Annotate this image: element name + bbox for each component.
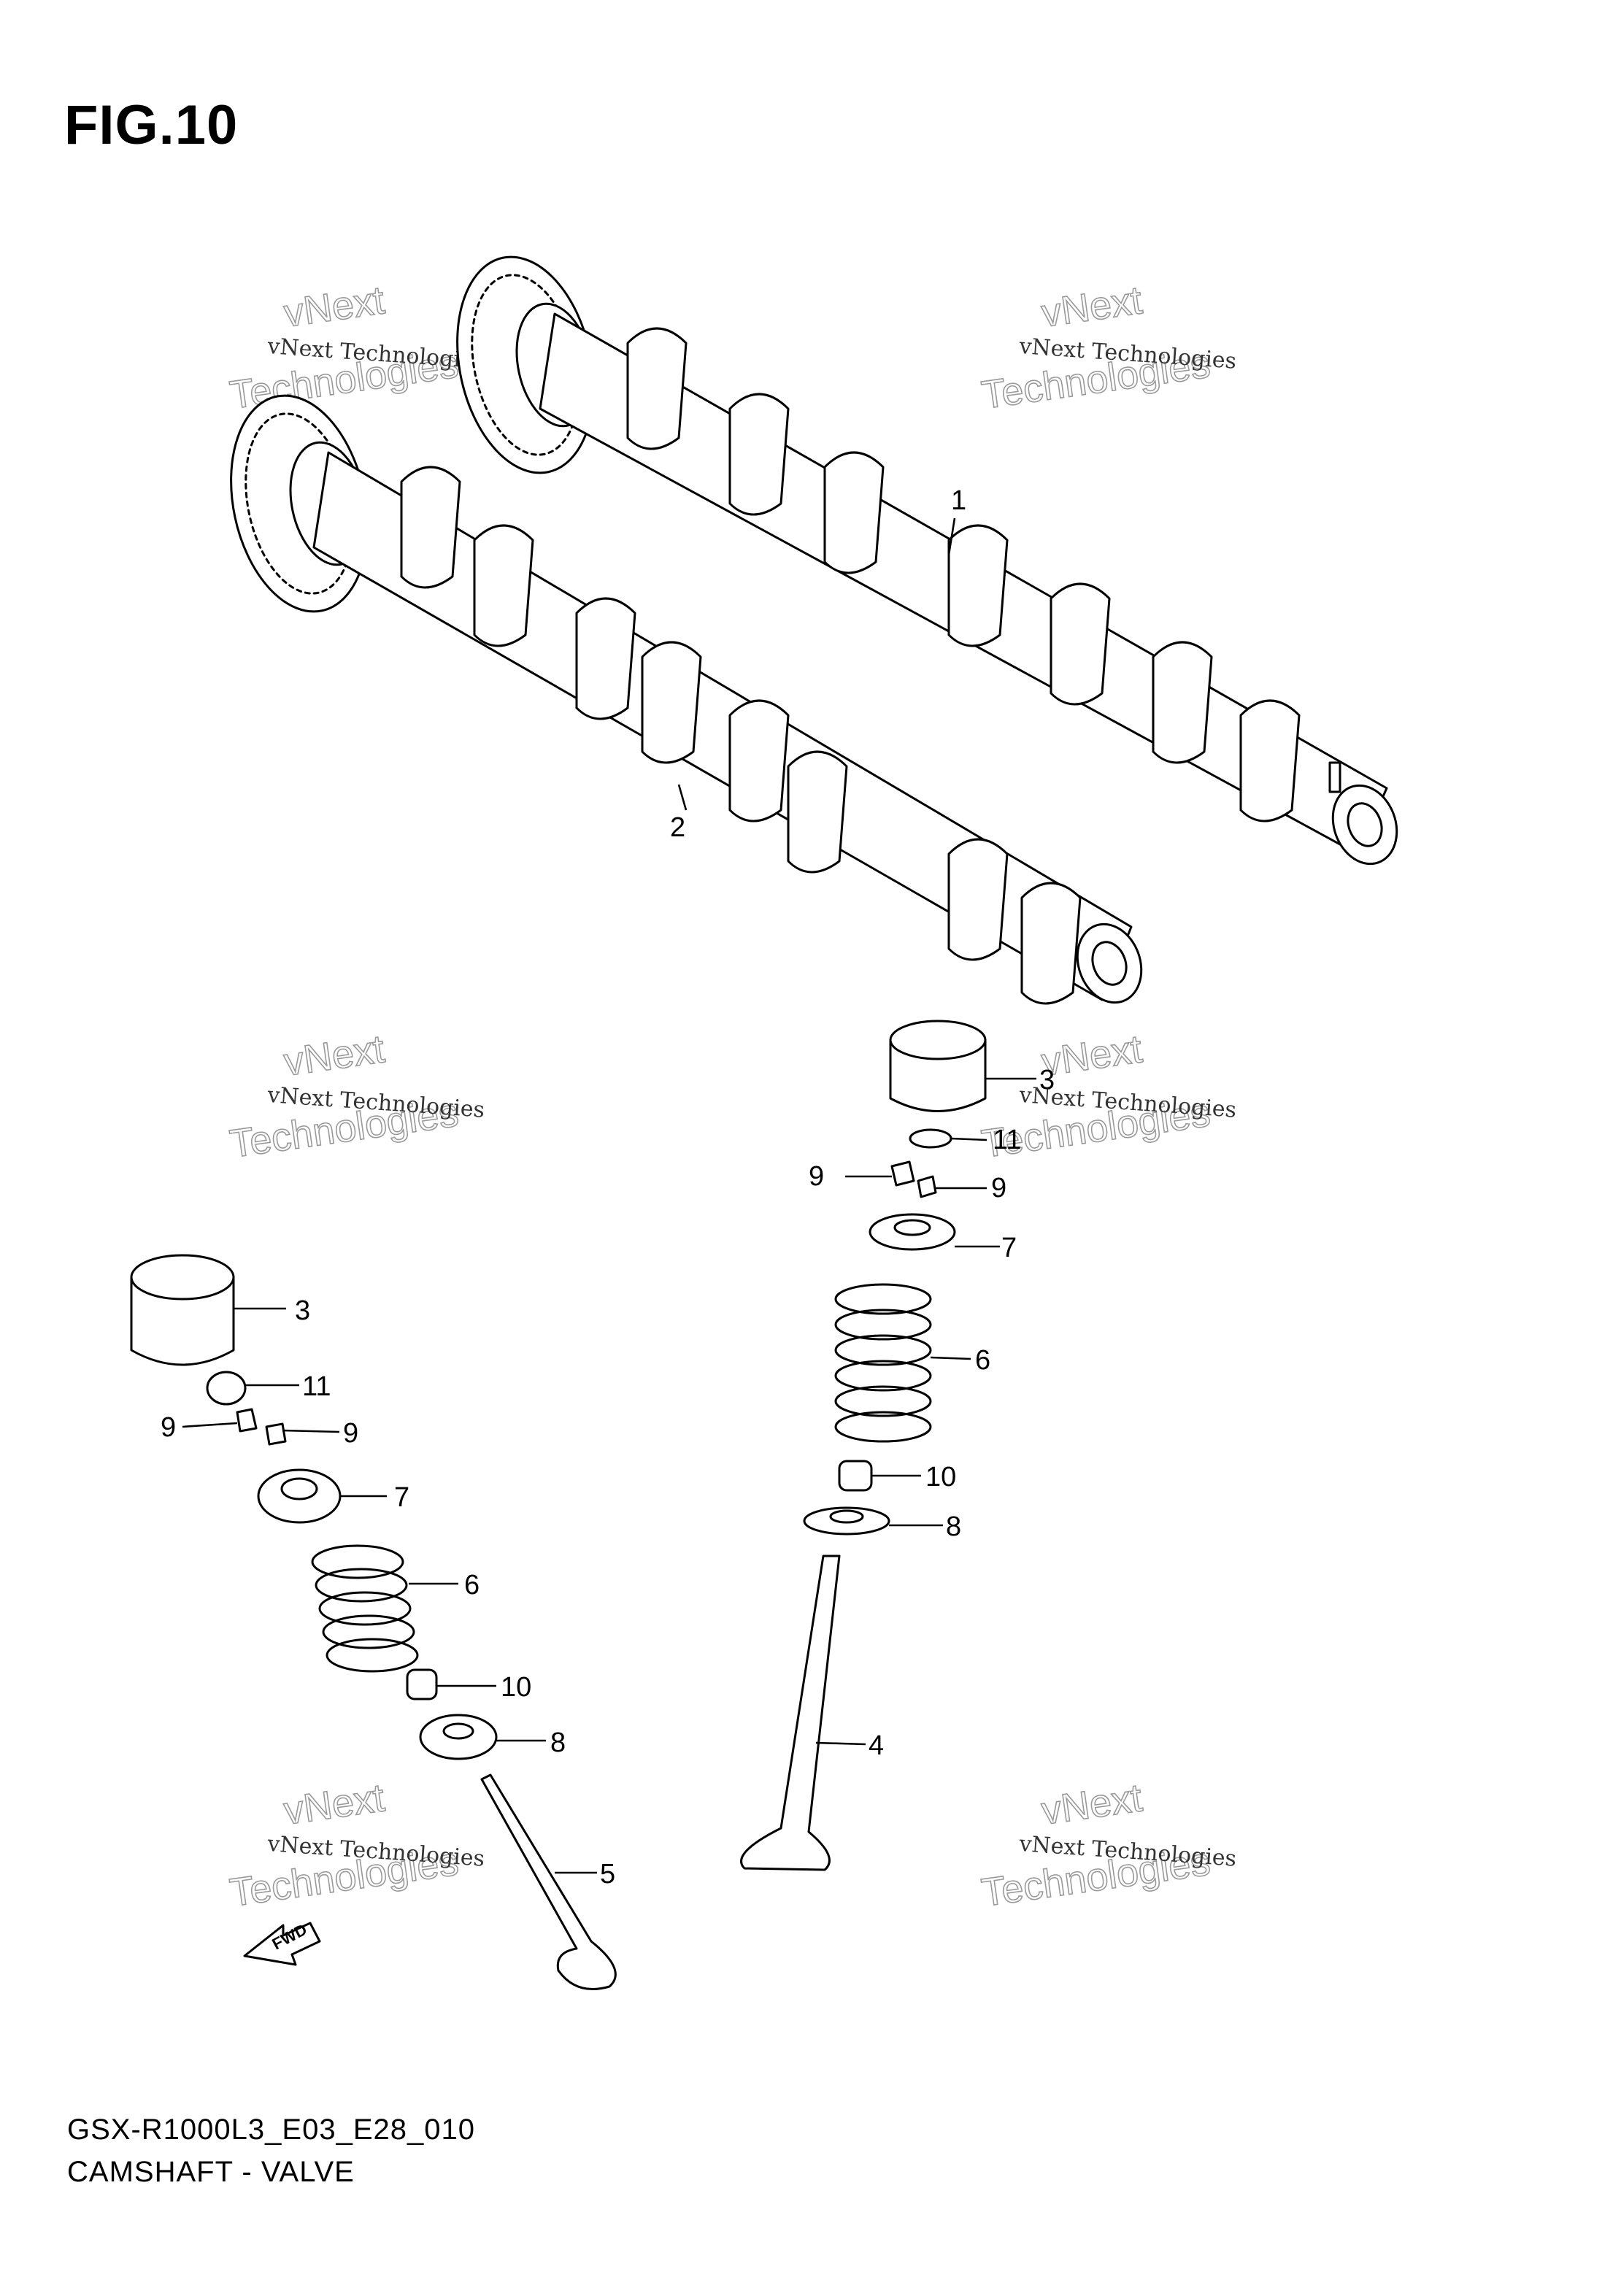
callout-10-left: 10: [501, 1672, 531, 1703]
callout-1: 1: [951, 485, 966, 516]
callout-9-left-b: 9: [343, 1418, 358, 1449]
callout-3-left: 3: [295, 1295, 310, 1326]
camshaft-2: [230, 394, 1143, 1005]
watermark-top-left: vNext Technologies vNext Technologies: [227, 277, 486, 417]
callout-9-left-a: 9: [161, 1412, 176, 1443]
camshaft-1: [456, 255, 1398, 866]
valve-spring-left: [311, 1544, 419, 1673]
left-valve-assembly: [130, 1254, 617, 1990]
callout-8-right: 8: [946, 1511, 961, 1542]
watermark-outline-vnext: vNext: [1039, 278, 1144, 336]
watermark-bottom-right: vNext Technologies vNext Technologies: [979, 1775, 1238, 1915]
watermark-outline-vnext: vNext: [1039, 1776, 1144, 1833]
watermark-top-right: vNext Technologies vNext Technologies: [979, 277, 1238, 417]
model-code: GSX-R1000L3_E03_E28_010: [67, 2114, 475, 2146]
callout-4: 4: [869, 1730, 884, 1761]
leader-lines: [182, 517, 1036, 1874]
fwd-arrow: FWD: [243, 1920, 321, 1966]
callout-3-right: 3: [1039, 1065, 1055, 1095]
callout-6-right: 6: [975, 1345, 990, 1376]
valve-spring-right: [834, 1283, 932, 1443]
watermark-bottom-left: vNext Technologies vNext Technologies: [227, 1775, 486, 1915]
watermark-outline-vnext: vNext: [281, 1776, 387, 1833]
callout-labels: 1 2 3 11 9 9 7 6 10 8 4 3 11 9 9 7 6 10 …: [161, 485, 1055, 1889]
callout-9-right-b: 9: [991, 1173, 1006, 1203]
watermark-outline-vnext: vNext: [281, 278, 387, 336]
right-valve-assembly: [740, 1020, 987, 1871]
callout-9-right-a: 9: [809, 1161, 824, 1192]
callout-2: 2: [670, 812, 685, 843]
figure-title: FIG.10: [64, 94, 239, 156]
callout-5: 5: [600, 1859, 615, 1889]
section-name: CAMSHAFT - VALVE: [67, 2156, 355, 2188]
callout-7-right: 7: [1001, 1233, 1017, 1263]
callout-11-right: 11: [993, 1125, 1021, 1155]
callout-8-left: 8: [550, 1727, 566, 1758]
callout-7-left: 7: [394, 1482, 409, 1513]
callout-10-right: 10: [925, 1462, 956, 1492]
watermark-outline-vnext: vNext: [281, 1027, 387, 1085]
watermark-mid-left: vNext Technologies vNext Technologies: [227, 1026, 486, 1166]
callout-11-left: 11: [302, 1371, 331, 1402]
callout-6-left: 6: [464, 1570, 480, 1600]
